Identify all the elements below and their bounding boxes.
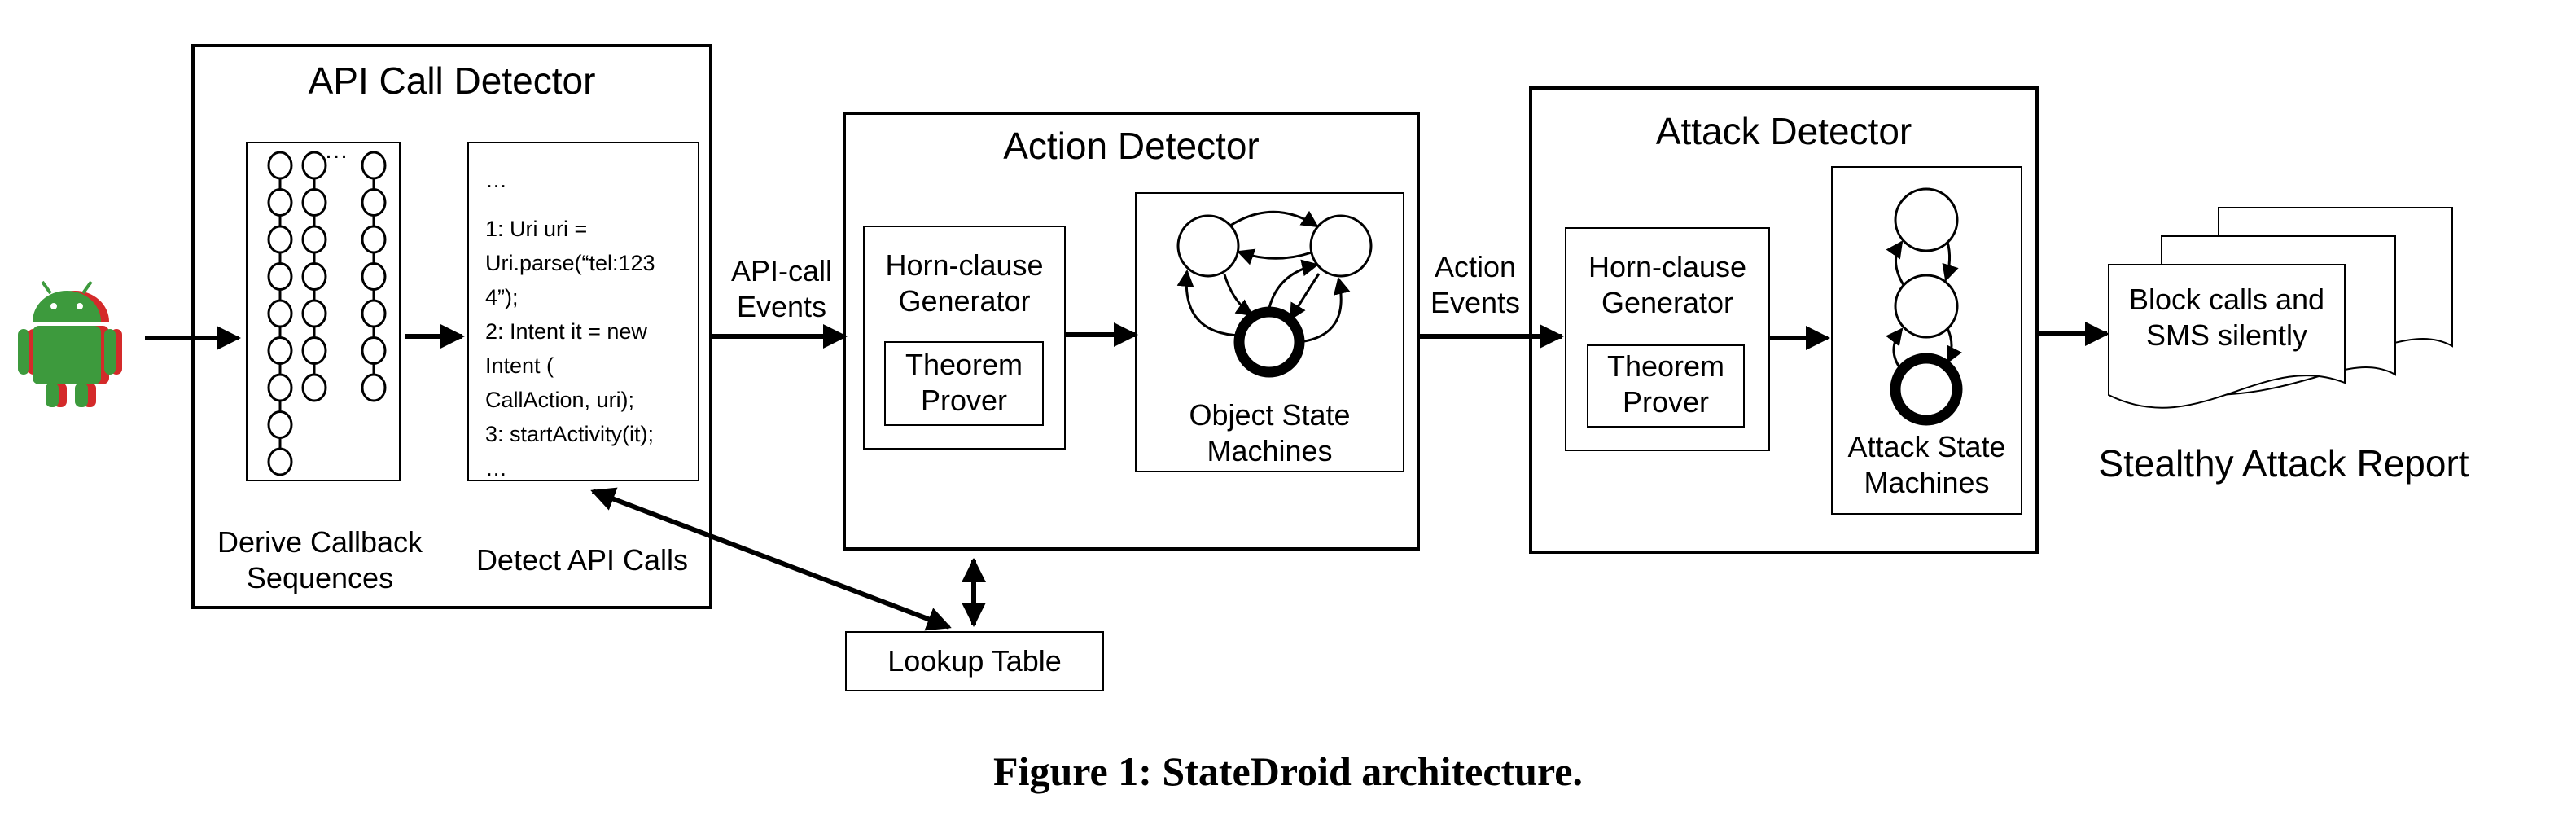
- chains-ellipsis: …: [324, 137, 348, 164]
- api-calls-code-box: [467, 142, 699, 481]
- action-detector-box: [843, 112, 1420, 551]
- callback-node: [267, 225, 293, 254]
- object-state-machines-label: Object State Machines: [1189, 398, 1351, 467]
- callback-node: [301, 262, 327, 291]
- attack-theorem-prover-box: [1587, 344, 1745, 428]
- arrow-api-lookup: [590, 487, 952, 631]
- callback-node: [361, 188, 387, 217]
- callback-node: [267, 447, 293, 476]
- callback-chains: [267, 151, 387, 476]
- action-prover-label: Theorem Prover: [905, 348, 1023, 417]
- attack-state-machines-label: Attack State Machines: [1847, 430, 2006, 499]
- action-theorem-prover-box: [884, 341, 1044, 426]
- callback-node: [361, 336, 387, 365]
- callback-node: [361, 373, 387, 402]
- figure-caption: Figure 1: StateDroid architecture.: [993, 748, 1583, 794]
- callback-node: [267, 262, 293, 291]
- callback-sequences-box: [246, 142, 401, 481]
- final-state-node: [1890, 353, 1963, 426]
- callback-node: [267, 299, 293, 328]
- api-call-detector-box: [191, 44, 712, 609]
- lookup-table-box: [845, 631, 1104, 691]
- derive-callback-label: Derive Callback Sequences: [217, 525, 423, 594]
- lookup-table-label: Lookup Table: [887, 644, 1062, 678]
- callback-node: [361, 225, 387, 254]
- callback-node: [267, 336, 293, 365]
- callback-node: [267, 151, 293, 180]
- object-state-machines-box: [1135, 192, 1404, 472]
- action-generator-label: Horn-clause Generator: [885, 248, 1044, 318]
- callback-node: [361, 299, 387, 328]
- callback-node: [301, 151, 327, 180]
- action-horn-clause-generator-box: [863, 226, 1066, 450]
- callback-node: [267, 410, 293, 439]
- api-code-snippet: … 1: Uri uri = Uri.parse(“tel:123 4”); 2…: [485, 168, 655, 480]
- callback-node: [301, 299, 327, 328]
- callback-node: [267, 373, 293, 402]
- api-call-detector-title: API Call Detector: [308, 59, 596, 102]
- android-app-icon: [18, 280, 122, 407]
- action-detector-title: Action Detector: [1003, 125, 1260, 167]
- state-node: [1176, 214, 1240, 278]
- attack-generator-label: Horn-clause Generator: [1588, 250, 1747, 319]
- action-events-label: Action Events: [1430, 250, 1521, 319]
- attack-detector-box: [1529, 86, 2039, 554]
- callback-node: [361, 151, 387, 180]
- state-node: [1309, 214, 1373, 278]
- report-doc-text: Block calls and SMS silently: [2128, 283, 2325, 352]
- attack-state-machines-box: [1831, 166, 2022, 515]
- report-documents-icon: [2108, 207, 2453, 409]
- state-node: [1894, 274, 1959, 339]
- attack-prover-label: Theorem Prover: [1606, 349, 1725, 419]
- api-call-events-label: API-call Events: [730, 254, 833, 323]
- callback-node: [301, 373, 327, 402]
- final-state-node: [1233, 306, 1305, 378]
- detect-api-calls-label: Detect API Calls: [475, 543, 689, 577]
- callback-node: [301, 225, 327, 254]
- state-node: [1894, 187, 1959, 252]
- attack-state-machine-graph: [1886, 187, 1963, 426]
- report-title: Stealthy Attack Report: [2098, 442, 2469, 485]
- callback-node: [301, 336, 327, 365]
- attack-detector-title: Attack Detector: [1655, 110, 1912, 152]
- callback-node: [361, 262, 387, 291]
- callback-node: [267, 188, 293, 217]
- object-state-machine-graph: [1176, 210, 1373, 378]
- callback-node: [301, 188, 327, 217]
